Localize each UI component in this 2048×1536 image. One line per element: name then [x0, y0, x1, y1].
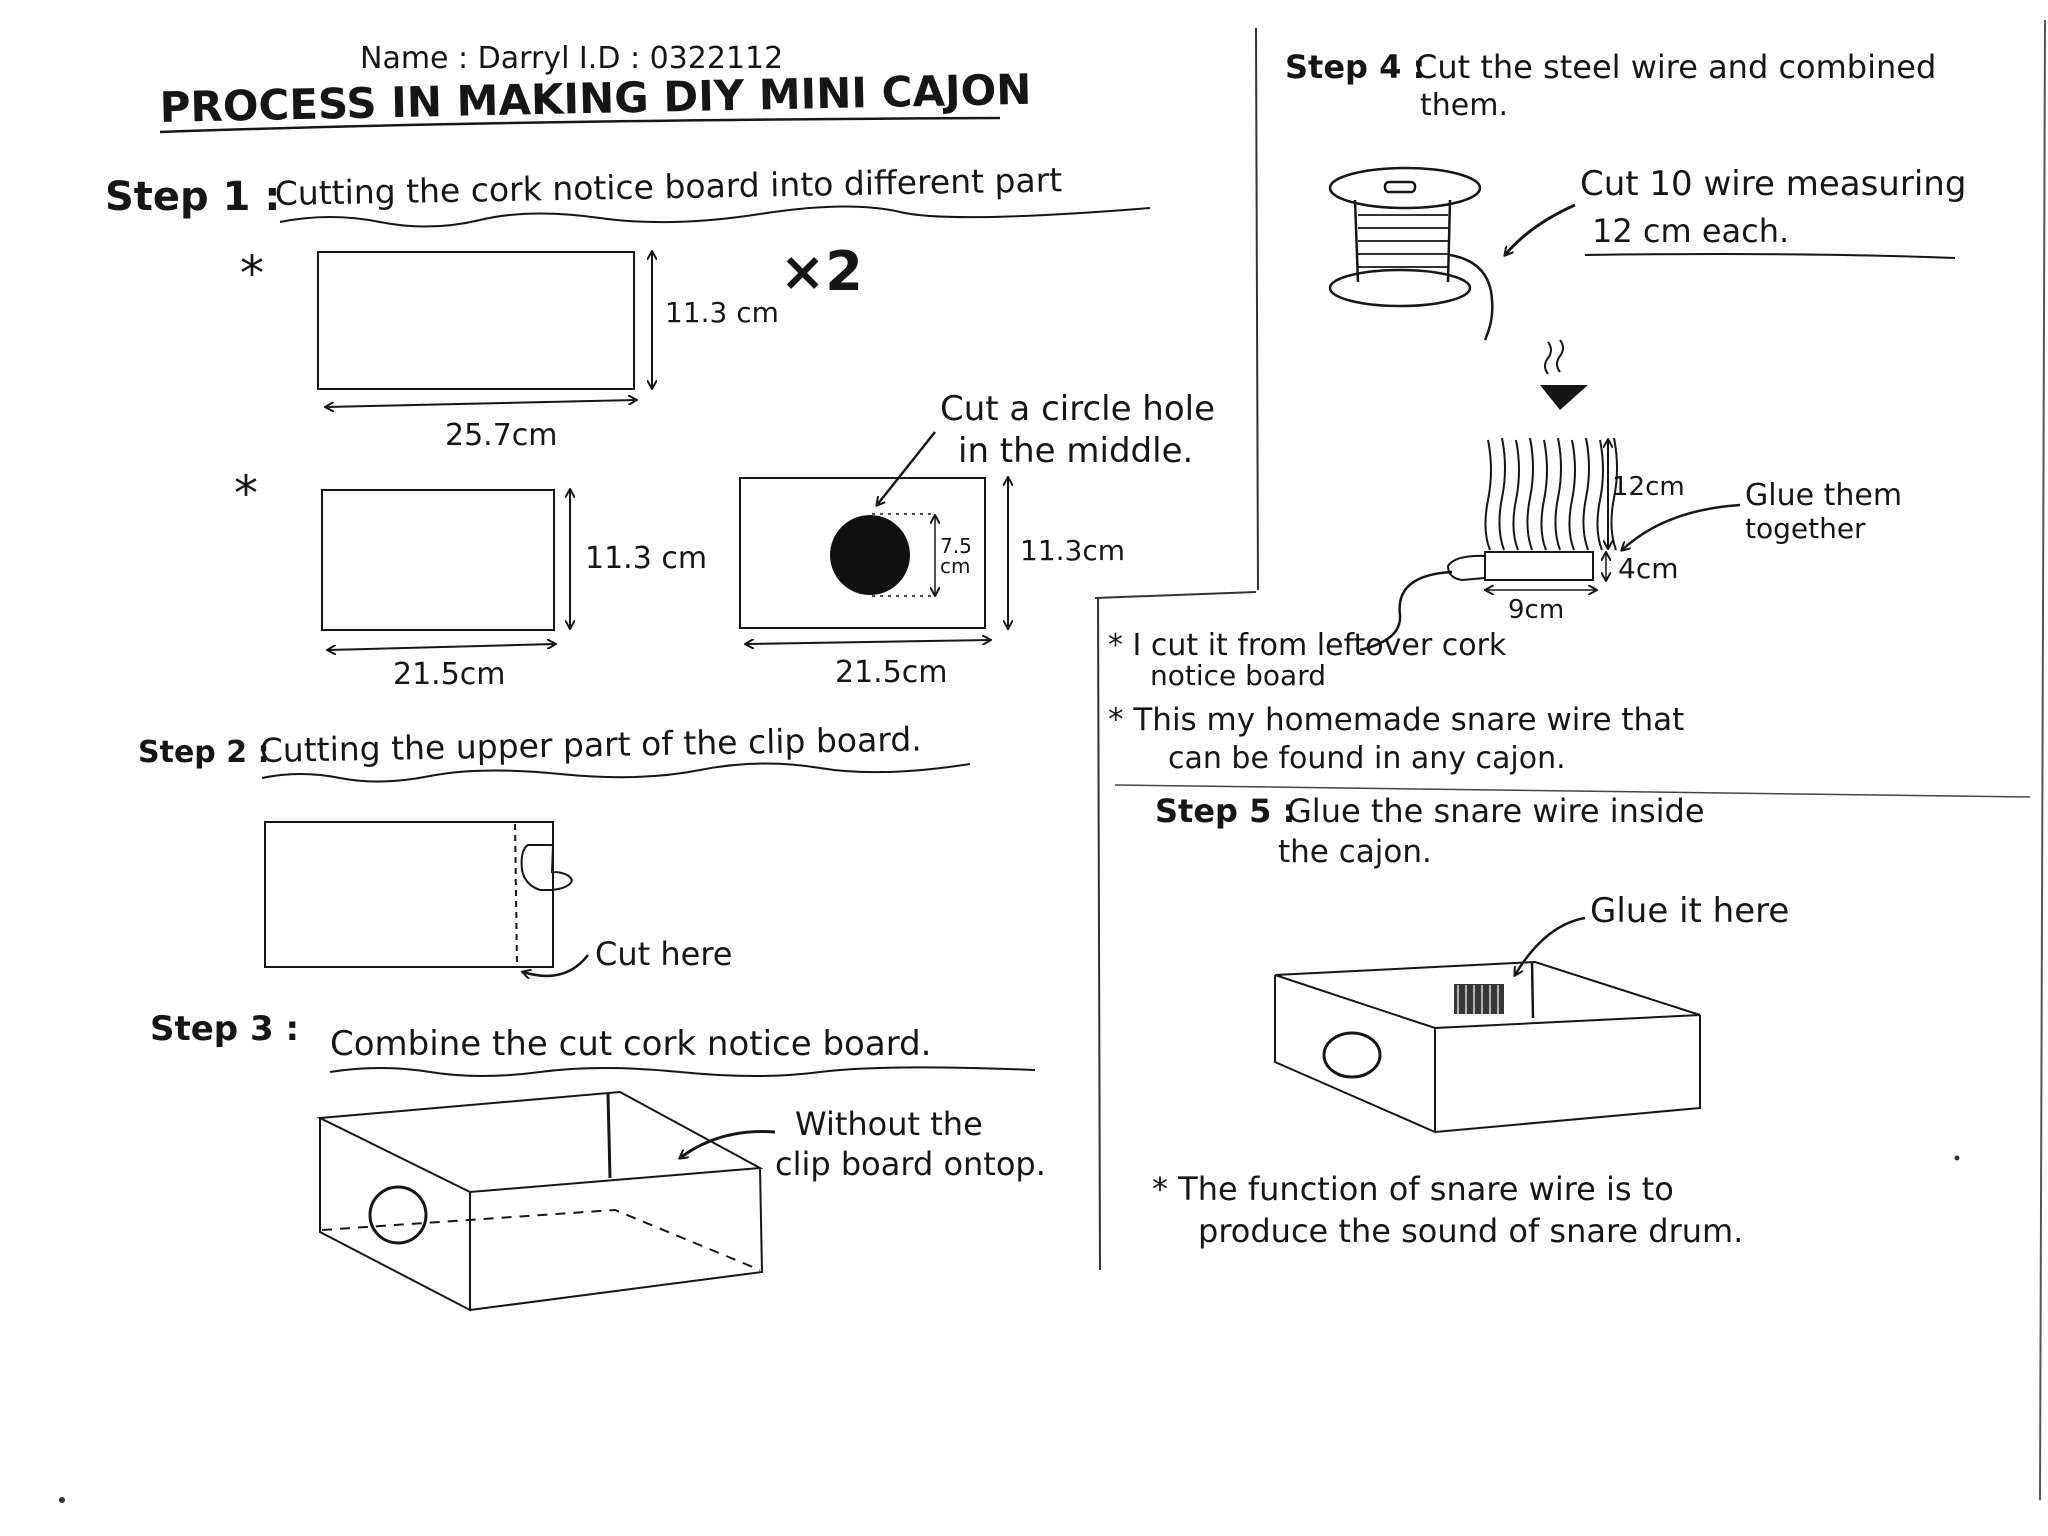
step1-asterisk-b: * [234, 466, 258, 522]
step1-rect-medium-width: 21.5cm [393, 657, 506, 692]
clipboard-clip [520, 844, 574, 891]
glue-them-line1: Glue them [1745, 478, 1902, 513]
step4-cut-arrow [1505, 203, 1576, 255]
right-border-line [2039, 19, 2046, 1501]
step3-title: Combine the cut cork notice board. [330, 1024, 931, 1064]
step5-top-divider [1114, 784, 2031, 798]
step1-rect-medium-height: 11.3 cm [585, 541, 707, 576]
hole-note-line2: in the middle. [958, 431, 1193, 471]
step1-rect-hole-width: 21.5cm [835, 655, 948, 690]
combined-wire-bundle [1446, 437, 1618, 582]
step3-note-line2: clip board ontop. [775, 1145, 1046, 1183]
step3-note-arrow [680, 1130, 776, 1158]
cajon-box-with-snare [1274, 960, 1701, 1134]
step1-rect-medium-width-arrow [328, 644, 555, 650]
step3-label: Step 3 : [150, 1009, 299, 1049]
wire-spool-icon [1328, 166, 1494, 341]
step2-title-underline [261, 762, 971, 783]
panel-left-divider [1097, 597, 1101, 1271]
step5-title-line1: Glue the snare wire inside [1287, 792, 1705, 830]
leftover-note-line1: * I cut it from leftover cork [1108, 628, 1507, 663]
homemade-note-line1: * This my homemade snare wire that [1108, 702, 1684, 738]
times-two-label: ×2 [780, 240, 863, 303]
step1-title: Cutting the cork notice board into diffe… [274, 160, 1062, 213]
step1-title-underline [279, 205, 1151, 228]
step1-label: Step 1 : [105, 174, 280, 220]
step2-title: Cutting the upper part of the clip board… [259, 719, 922, 770]
base-height-label: 4cm [1618, 552, 1678, 585]
name-id-line: Name : Darryl I.D : 0322112 [360, 41, 783, 76]
step4-title-line2: them. [1420, 88, 1508, 123]
step5-title-line2: the cajon. [1278, 834, 1432, 870]
step3-note-line1: Without the [795, 1105, 983, 1143]
step4-cut-note-line2: 12 cm each. [1592, 212, 1789, 250]
hole-dotted-guide [872, 513, 932, 597]
cajon-box-hole [1322, 1031, 1382, 1079]
step2-label: Step 2 : [138, 735, 270, 770]
stray-dot-right [1954, 1155, 1960, 1161]
circle-hole [830, 515, 910, 595]
combined-box-hole [368, 1185, 428, 1245]
squiggle-mark [1544, 339, 1564, 375]
step4-label: Step 4 : [1285, 48, 1425, 86]
step1-rect-hole-height: 11.3cm [1020, 534, 1125, 567]
hole-diameter-unit: cm [940, 554, 970, 578]
step1-rect-hole-width-arrow [746, 640, 990, 644]
hole-note-line1: Cut a circle hole [940, 389, 1215, 429]
hole-diameter-value: 7.5 [940, 534, 972, 558]
wire-length-label: 12cm [1612, 472, 1685, 502]
glue-them-line2: together [1745, 512, 1866, 545]
column-divider-line [1255, 27, 1259, 591]
homemade-note-line2: can be found in any cajon. [1168, 741, 1566, 776]
combined-box [316, 1090, 764, 1312]
step3-title-underline [329, 1066, 1036, 1077]
base-width-label: 9cm [1508, 595, 1564, 625]
step4-cut-note-line1: Cut 10 wire measuring [1580, 164, 1966, 204]
hole-note-arrow [877, 431, 936, 505]
step4-cut-note-underline [1584, 253, 1956, 259]
glue-them-arrow [1622, 503, 1741, 550]
function-note-line2: produce the sound of snare drum. [1198, 1212, 1743, 1250]
step1-rect-large [317, 251, 635, 390]
cut-line [514, 823, 518, 966]
step1-rect-with-hole [739, 477, 986, 629]
stray-dot [59, 1497, 65, 1503]
step1-rect-large-width-arrow [326, 400, 636, 407]
panel-top-divider [1094, 591, 1257, 599]
function-note-line1: * The function of snare wire is to [1152, 1170, 1674, 1208]
leftover-note-line2: notice board [1150, 659, 1326, 692]
step4-title-line1: Cut the steel wire and combined [1415, 48, 1936, 86]
glue-it-here-arrow [1515, 916, 1586, 975]
step1-rect-large-width: 25.7cm [445, 418, 558, 453]
step5-label: Step 5 : [1155, 792, 1295, 830]
glue-it-here-note: Glue it here [1590, 891, 1789, 931]
leftover-note-pointer [1359, 570, 1453, 652]
title-underline [159, 116, 1001, 134]
cut-here-arrow [523, 954, 589, 976]
step1-asterisk-a: * [240, 246, 264, 302]
step1-rect-large-height: 11.3 cm [665, 296, 779, 329]
step1-rect-medium [321, 489, 555, 631]
clipboard-rect [264, 821, 554, 968]
cut-here-note: Cut here [595, 935, 732, 973]
down-arrow-icon [1540, 385, 1588, 410]
